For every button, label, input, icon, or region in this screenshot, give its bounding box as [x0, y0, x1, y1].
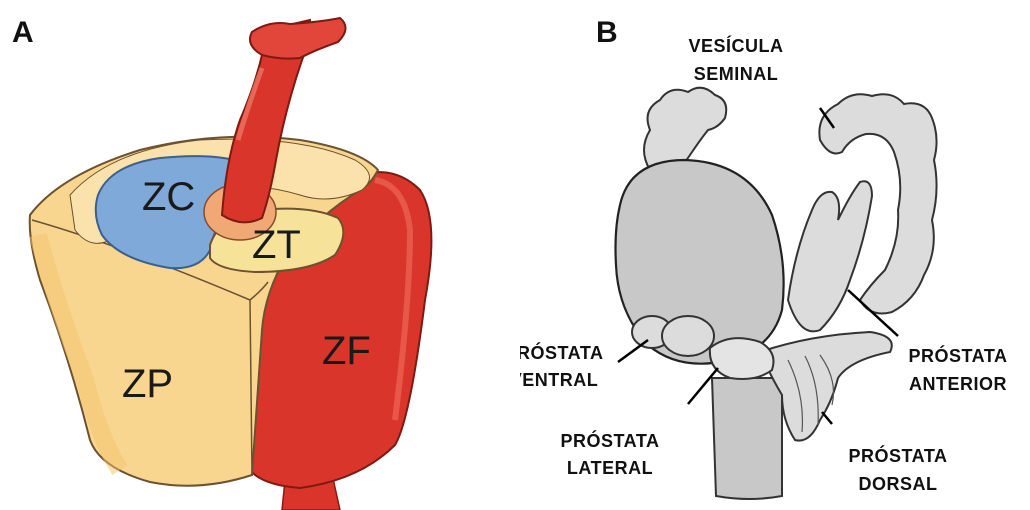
arrow-ventral: [618, 340, 648, 362]
urethra-flared-top: [250, 18, 346, 59]
zone-label-peripheral: ZP: [122, 362, 173, 406]
urethra-column: [712, 378, 782, 499]
label-anterior-line2: ANTERIOR: [909, 374, 1007, 394]
panel-a-letter: A: [12, 16, 34, 49]
label-ventral-line1: PRÓSTATA: [520, 342, 604, 363]
label-anterior-line1: PRÓSTATA: [909, 345, 1008, 366]
label-lateral-line2: LATERAL: [567, 458, 653, 478]
zone-label-fibromuscular: ZF: [322, 329, 371, 373]
label-seminal-vesicle-line1: VESÍCULA: [688, 35, 783, 56]
panel-a-zonal-anatomy: A ZC ZT ZP ZF: [0, 0, 520, 510]
label-dorsal-line1: PRÓSTATA: [849, 445, 948, 466]
zone-label-transition: ZT: [252, 223, 301, 267]
prostate-lobes-illustration: B VESÍCULA SEMINAL PRÓSTATA VENTRAL PRÓS…: [520, 0, 1030, 510]
prostate-anterior-lobes: [788, 181, 872, 331]
prostate-ventral-lobe-2: [662, 316, 714, 356]
label-lateral-line1: PRÓSTATA: [561, 430, 660, 451]
label-ventral-line2: VENTRAL: [520, 370, 598, 390]
zone-label-central: ZC: [142, 175, 195, 219]
panel-b-letter: B: [596, 16, 618, 49]
prostate-lateral-lobe: [710, 338, 774, 379]
zonal-prostate-illustration: A ZC ZT ZP ZF: [0, 0, 520, 510]
arrow-dorsal: [822, 412, 832, 424]
label-dorsal-line2: DORSAL: [859, 474, 938, 494]
label-seminal-vesicle-line2: SEMINAL: [694, 64, 779, 84]
panel-b-rodent-prostate-lobes: B VESÍCULA SEMINAL PRÓSTATA VENTRAL PRÓS…: [520, 0, 1030, 510]
